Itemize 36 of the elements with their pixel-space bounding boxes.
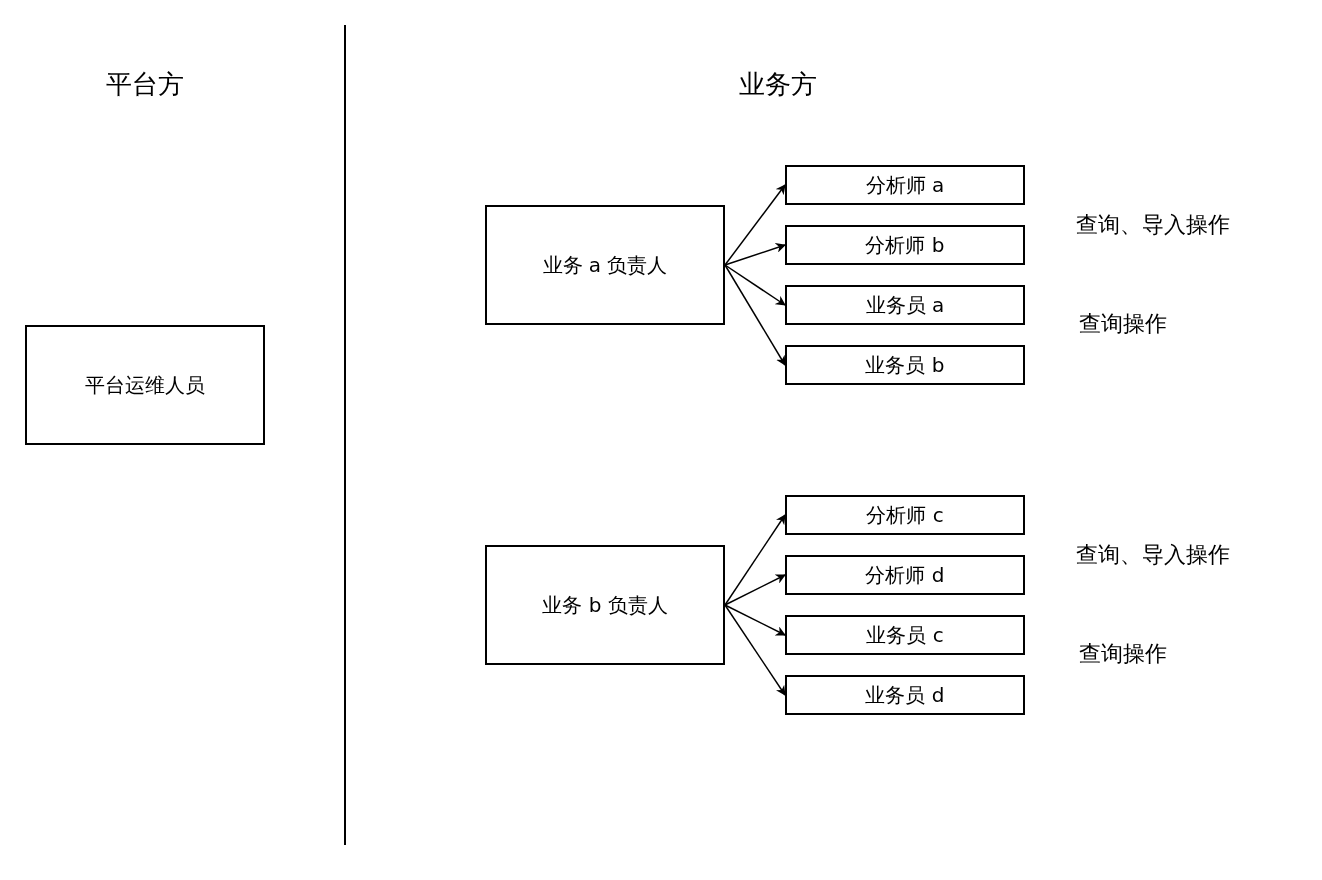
role-box [25,325,265,445]
arrow [724,184,786,266]
arrow [724,264,786,306]
operation-note: 查询操作 [1079,640,1167,668]
role-box [485,545,725,665]
arrow [724,514,786,606]
section-heading: 平台方 [106,67,184,101]
role-label: 平台运维人员 [85,371,205,399]
role-box [785,285,1025,325]
role-box [785,225,1025,265]
section-heading: 业务方 [739,67,817,101]
role-box [785,495,1025,535]
operation-note: 查询、导入操作 [1076,211,1230,239]
arrow [724,604,786,696]
arrow [724,243,786,266]
role-label: 业务 b 负责人 [542,591,668,619]
role-label: 业务员 c [866,621,944,649]
arrow [724,604,786,636]
role-label: 分析师 a [865,171,945,199]
role-box [485,205,725,325]
role-box [785,345,1025,385]
role-label: 分析师 d [865,561,945,589]
role-box [785,555,1025,595]
role-box [785,165,1025,205]
role-label: 分析师 b [865,231,945,259]
role-label: 业务 a 负责人 [542,251,668,279]
arrow [724,574,786,606]
role-label: 业务员 b [865,351,945,379]
arrow [724,264,786,366]
operation-note: 查询、导入操作 [1076,541,1230,569]
operation-note: 查询操作 [1079,310,1167,338]
role-label: 分析师 c [866,501,944,529]
role-label: 业务员 d [865,681,945,709]
role-label: 业务员 a [865,291,945,319]
role-box [785,615,1025,655]
role-box [785,675,1025,715]
